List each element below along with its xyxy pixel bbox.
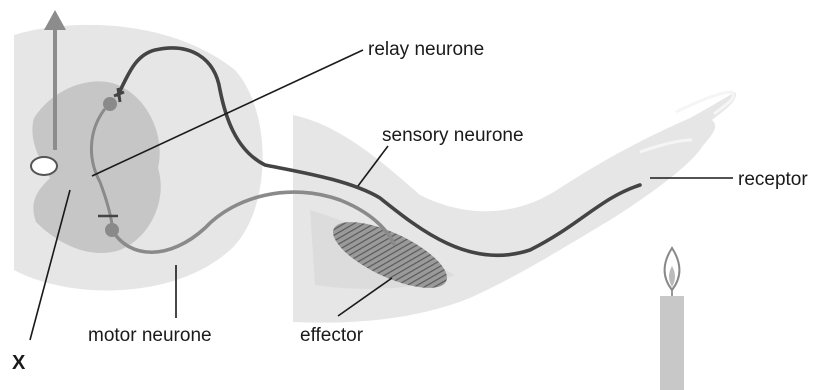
relay-neurone-label: relay neurone [368, 39, 484, 60]
sensory-neurone-label: sensory neurone [382, 125, 524, 146]
receptor-label: receptor [738, 169, 808, 190]
x-label: X [12, 352, 26, 374]
central-canal [31, 157, 57, 175]
candle-flame-icon [660, 248, 684, 390]
motor-neurone-label: motor neurone [88, 325, 212, 346]
effector-label: effector [300, 325, 364, 346]
